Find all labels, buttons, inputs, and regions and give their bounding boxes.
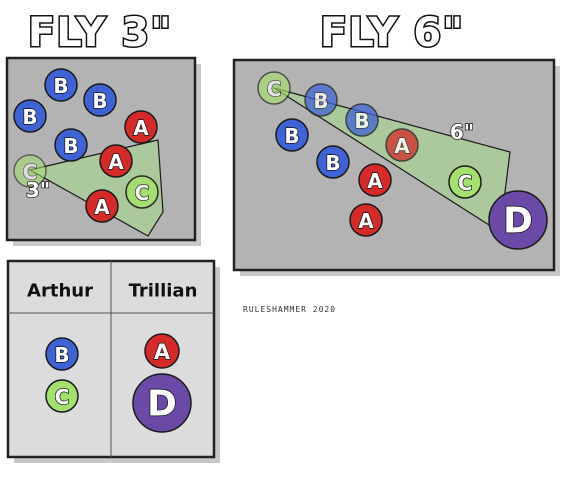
- legend-token-a-disc: [144, 333, 180, 369]
- panel-2-token-a-6-label: A: [367, 169, 383, 193]
- panel-1-token-b-3: B: [54, 128, 88, 162]
- panel-1-token-c-7-label: C: [23, 160, 38, 184]
- credit-text: RULESHAMMER 2020: [243, 305, 336, 314]
- panel-2-token-c-8-disc: [448, 165, 482, 199]
- panel-1-token-b-2-disc: [13, 99, 47, 133]
- panel-2-token-c-8-label: C: [458, 171, 473, 195]
- legend-header-arthur: Arthur: [27, 281, 93, 302]
- panel-2-title: FLY 6": [320, 10, 464, 56]
- panel-1-token-b-3-disc: [54, 128, 88, 162]
- panel-1-token-c-8: C: [125, 175, 159, 209]
- panel-1-token-a-4-disc: [124, 110, 158, 144]
- panel-1-token-b-1-label: B: [92, 89, 107, 113]
- legend-token-b-disc: [45, 337, 79, 371]
- panel-2-token-b-2: B: [275, 118, 309, 152]
- panel-1-token-a-6: A: [85, 189, 119, 223]
- panel-2-token-c-0: C: [257, 71, 291, 105]
- panel-2-token-a-7-disc: [349, 203, 383, 237]
- panel-2-token-b-2-disc: [275, 118, 309, 152]
- panel-1-title: FLY 3": [28, 10, 172, 56]
- panel-1-token-b-3-label: B: [63, 134, 78, 158]
- legend-token-a-label: A: [154, 340, 171, 364]
- legend-token-c-label: C: [55, 385, 70, 409]
- panel-2-token-c-8: C: [448, 165, 482, 199]
- panel-1-token-b-2-label: B: [22, 105, 37, 129]
- panel-1-token-c-8-disc: [125, 175, 159, 209]
- panel-2-range-label: 6": [450, 120, 474, 144]
- panel-2-token-d-9-label: D: [503, 201, 533, 242]
- panel-2-token-b-2-label: B: [284, 124, 299, 148]
- panel-2-token-a-7-label: A: [358, 209, 374, 233]
- legend-tokens: BC AD: [45, 333, 192, 433]
- panel-1-token-b-0: B: [44, 68, 78, 102]
- panel-1-token-a-5-label: A: [108, 150, 124, 174]
- panel-2-token-b-3: B: [345, 103, 379, 137]
- panel-1-token-c-7-disc: [13, 154, 47, 188]
- panel-1-token-a-4-label: A: [133, 116, 149, 140]
- legend-token-c-disc: [45, 379, 79, 413]
- panel-1-token-a-6-disc: [85, 189, 119, 223]
- panel-1-range-label: 3": [26, 178, 50, 202]
- panel-2-token-b-4-disc: [316, 145, 350, 179]
- legend-token-b: B: [45, 337, 79, 371]
- panel-1-token-c-7: C: [13, 154, 47, 188]
- panel-2-token-d-9: D: [488, 190, 548, 250]
- panel-2-token-b-1-label: B: [313, 89, 328, 113]
- panel-2-token-c-0-disc: [257, 71, 291, 105]
- panel-2-token-a-7: A: [349, 203, 383, 237]
- panel-2-token-b-3-label: B: [354, 109, 369, 133]
- panel-2-token-b-4: B: [316, 145, 350, 179]
- panel-2-token-d-9-disc: [488, 190, 548, 250]
- panel-1-token-b-2: B: [13, 99, 47, 133]
- panel-1-token-a-6-label: A: [94, 195, 110, 219]
- panel-1-token-b-0-label: B: [53, 74, 68, 98]
- panel-2-token-a-6-disc: [358, 163, 392, 197]
- legend-header-trillian: Trillian: [129, 281, 198, 302]
- panel-1-token-a-5: A: [99, 144, 133, 178]
- panel-2-token-a-5-label: A: [394, 134, 410, 158]
- panel-1-token-a-5-disc: [99, 144, 133, 178]
- panel-2-token-b-3-disc: [345, 103, 379, 137]
- panel-1-token-c-8-label: C: [135, 181, 150, 205]
- panel-2-token-c-0-label: C: [267, 77, 282, 101]
- panel-1-token-b-0-disc: [44, 68, 78, 102]
- legend-token-a: A: [144, 333, 180, 369]
- panel-2-token-a-5: A: [385, 128, 419, 162]
- panel-2-token-a-6: A: [358, 163, 392, 197]
- panel-2-range-wedge: [273, 87, 511, 234]
- panel-1-token-b-1-disc: [83, 83, 117, 117]
- panel-2-token-b-1: B: [304, 83, 338, 117]
- legend-token-c: C: [45, 379, 79, 413]
- legend-token-b-label: B: [54, 343, 69, 367]
- legend-token-d: D: [132, 373, 192, 433]
- legend-token-d-label: D: [147, 384, 177, 425]
- panel-2-token-b-4-label: B: [325, 151, 340, 175]
- panel-1-token-b-1: B: [83, 83, 117, 117]
- panel-2-token-b-1-disc: [304, 83, 338, 117]
- legend-token-d-disc: [132, 373, 192, 433]
- panel-1-token-a-4: A: [124, 110, 158, 144]
- panel-2-token-a-5-disc: [385, 128, 419, 162]
